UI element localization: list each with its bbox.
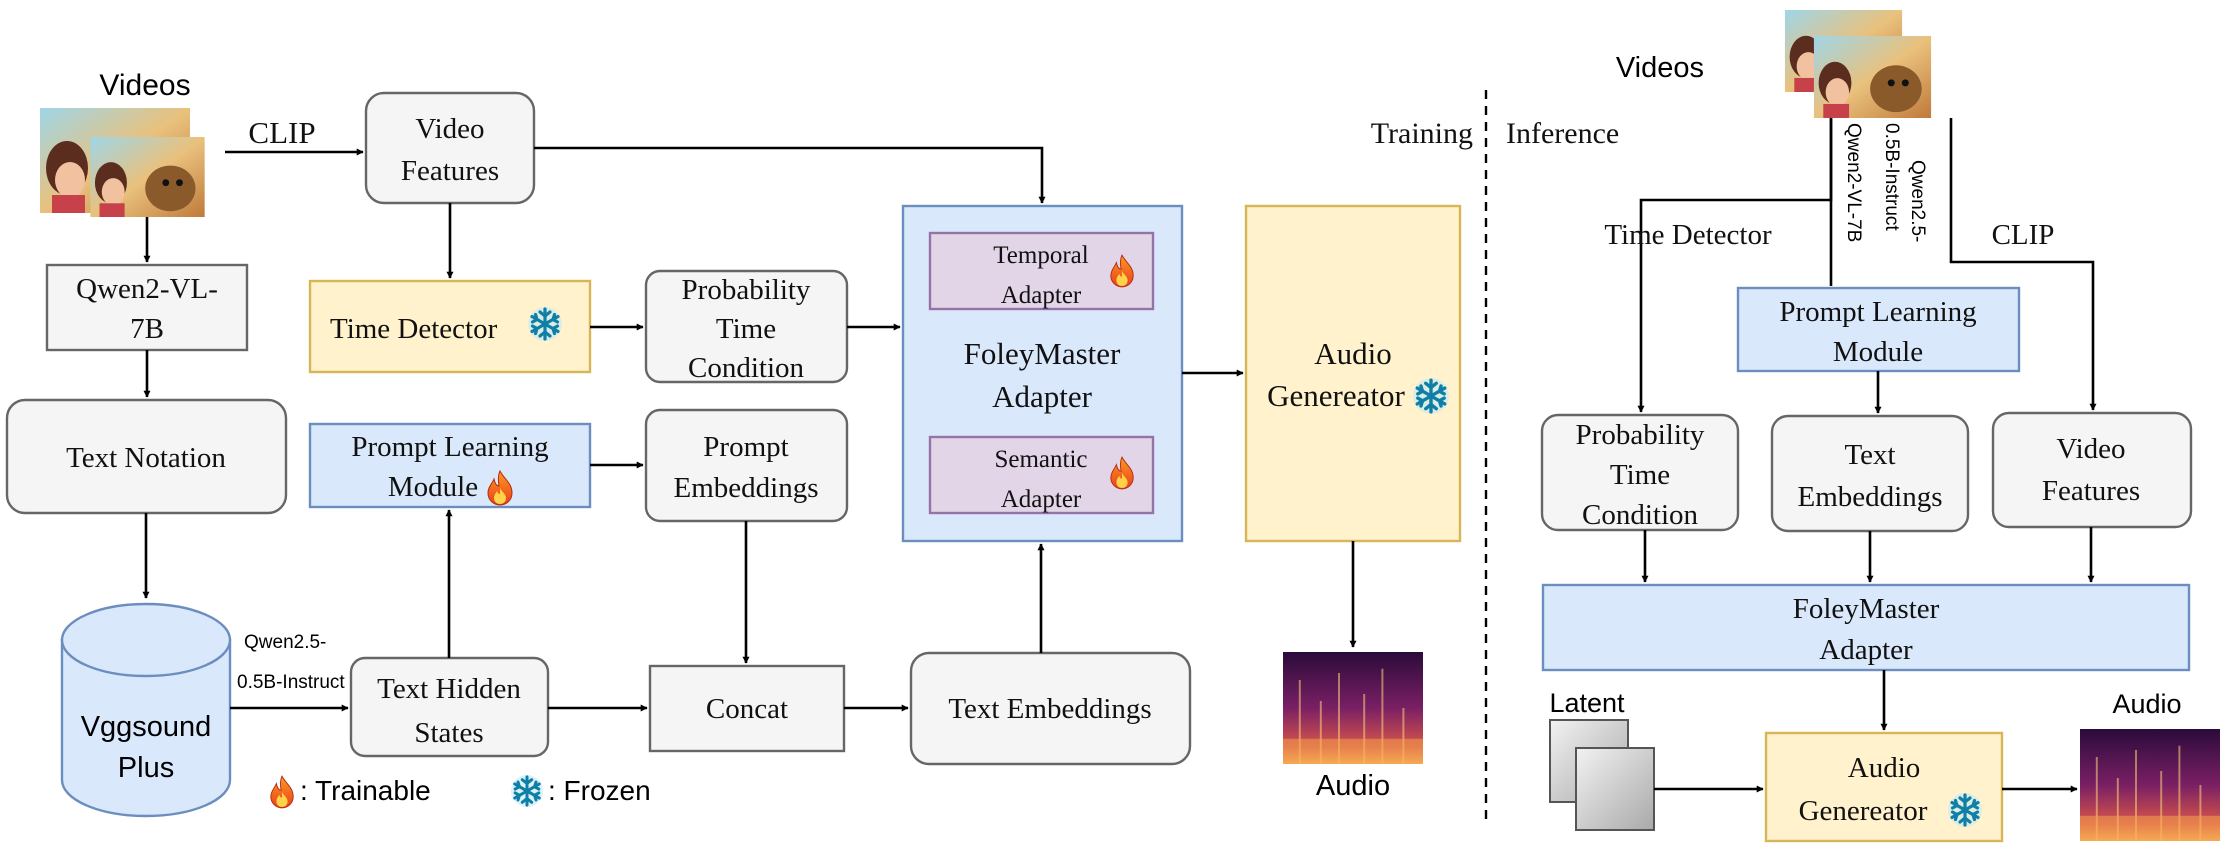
latent-label: Latent bbox=[1549, 688, 1625, 718]
legend-frozen: : Frozen bbox=[548, 775, 651, 806]
ptc-line2: Time bbox=[716, 313, 776, 345]
qwen2-vl-label-line2: 7B bbox=[130, 313, 164, 345]
temporal-adapter-line2: Adapter bbox=[1001, 282, 1082, 309]
inference-qwen25-line2: 0.5B-Instruct bbox=[1881, 123, 1902, 231]
audio-spectrogram-image bbox=[1283, 650, 1423, 766]
inference-audio-spectrogram-image bbox=[2080, 727, 2220, 843]
video-frames-image bbox=[40, 108, 205, 217]
foleymaster-line1: FoleyMaster bbox=[964, 336, 1121, 371]
ptc-line1: Probability bbox=[682, 274, 811, 306]
inference-qwen25-line1: Qwen2.5- bbox=[1907, 160, 1928, 242]
inference-clip-label: CLIP bbox=[1992, 219, 2055, 251]
flame-icon bbox=[270, 775, 294, 809]
inference-foleymaster-line1: FoleyMaster bbox=[1793, 593, 1940, 625]
semantic-adapter-line1: Semantic bbox=[994, 446, 1087, 473]
audio-generator-line2: Genereator bbox=[1267, 378, 1405, 413]
concat-label: Concat bbox=[706, 693, 788, 725]
video-features-label-line2: Features bbox=[401, 155, 499, 187]
snowflake-icon bbox=[527, 306, 563, 342]
inference-audio-label: Audio bbox=[2112, 689, 2181, 719]
inference-video-features-line2: Features bbox=[2042, 475, 2140, 507]
inference-foleymaster-adapter-box bbox=[1541, 583, 2191, 672]
foleymaster-line2: Adapter bbox=[992, 379, 1093, 414]
text-hidden-states-line1: Text Hidden bbox=[377, 673, 521, 705]
inference-qwen-vl-label: Qwen2-VL-7B bbox=[1843, 123, 1864, 242]
qwen25-label-line2: 0.5B-Instruct bbox=[237, 672, 345, 693]
vggsound-label-line1: Vggsound bbox=[81, 711, 212, 743]
inference-text-emb-line2: Embeddings bbox=[1798, 481, 1943, 513]
plm-line1: Prompt Learning bbox=[351, 431, 548, 463]
temporal-adapter-line1: Temporal bbox=[993, 242, 1088, 269]
text-notation-label: Text Notation bbox=[66, 442, 226, 474]
inference-ptc-box bbox=[1540, 413, 1740, 532]
inference-plm-line2: Module bbox=[1833, 336, 1923, 368]
prompt-embeddings-line1: Prompt bbox=[703, 431, 788, 463]
time-detector-label: Time Detector bbox=[330, 313, 498, 345]
inference-audio-gen-line1: Audio bbox=[1848, 752, 1921, 784]
qwen2-vl-box bbox=[45, 263, 249, 352]
snowflake-icon bbox=[510, 774, 544, 808]
arrow-features-to-adapter bbox=[534, 146, 1046, 204]
audio-generator-box bbox=[1244, 204, 1462, 543]
prompt-learning-module-box bbox=[308, 422, 592, 509]
prompt-embeddings-box bbox=[644, 408, 849, 523]
inference-video-features-box bbox=[1991, 411, 2193, 529]
video-features-label-line1: Video bbox=[415, 113, 484, 145]
inference-time-detector-label: Time Detector bbox=[1604, 219, 1772, 251]
semantic-adapter-line2: Adapter bbox=[1001, 486, 1082, 513]
concat-box bbox=[648, 664, 846, 753]
legend-trainable: : Trainable bbox=[300, 775, 431, 806]
inference-plm-line1: Prompt Learning bbox=[1779, 296, 1976, 328]
inference-text-emb-line1: Text bbox=[1844, 439, 1895, 471]
inference-ptc-line3: Condition bbox=[1582, 499, 1699, 531]
vggsound-label-line2: Plus bbox=[118, 752, 174, 784]
videos-label: Videos bbox=[99, 69, 190, 102]
inference-video-frames-image bbox=[1784, 10, 1932, 118]
inference-video-features-line1: Video bbox=[2056, 433, 2125, 465]
arrow-video-to-features-inf bbox=[1949, 118, 2097, 411]
text-hidden-states-line2: States bbox=[414, 717, 483, 749]
qwen25-label-line1: Qwen2.5- bbox=[244, 632, 326, 653]
text-embeddings-box bbox=[909, 651, 1192, 766]
latent-stack-image bbox=[1549, 719, 1655, 831]
inference-videos-label: Videos bbox=[1616, 52, 1704, 84]
clip-label: CLIP bbox=[248, 115, 315, 150]
snowflake-icon bbox=[1412, 377, 1450, 415]
prompt-embeddings-line2: Embeddings bbox=[674, 472, 819, 504]
inference-audio-gen-line2: Genereator bbox=[1799, 795, 1928, 827]
audio-label: Audio bbox=[1316, 770, 1390, 802]
plm-line2: Module bbox=[388, 471, 478, 503]
inference-prompt-learning-module-box bbox=[1736, 286, 2021, 373]
training-label: Training bbox=[1371, 117, 1473, 150]
snowflake-icon bbox=[1947, 792, 1983, 828]
ptc-line3: Condition bbox=[688, 352, 805, 384]
inference-label: Inference bbox=[1506, 117, 1619, 150]
inference-ptc-line1: Probability bbox=[1576, 419, 1705, 451]
inference-text-embeddings-box bbox=[1770, 414, 1970, 533]
audio-generator-line1: Audio bbox=[1314, 336, 1392, 371]
inference-foleymaster-line2: Adapter bbox=[1819, 634, 1913, 666]
text-embeddings-label: Text Embeddings bbox=[948, 693, 1151, 725]
qwen2-vl-label-line1: Qwen2-VL- bbox=[76, 273, 218, 305]
vggsound-plus-database bbox=[60, 602, 232, 818]
inference-ptc-line2: Time bbox=[1610, 459, 1670, 491]
